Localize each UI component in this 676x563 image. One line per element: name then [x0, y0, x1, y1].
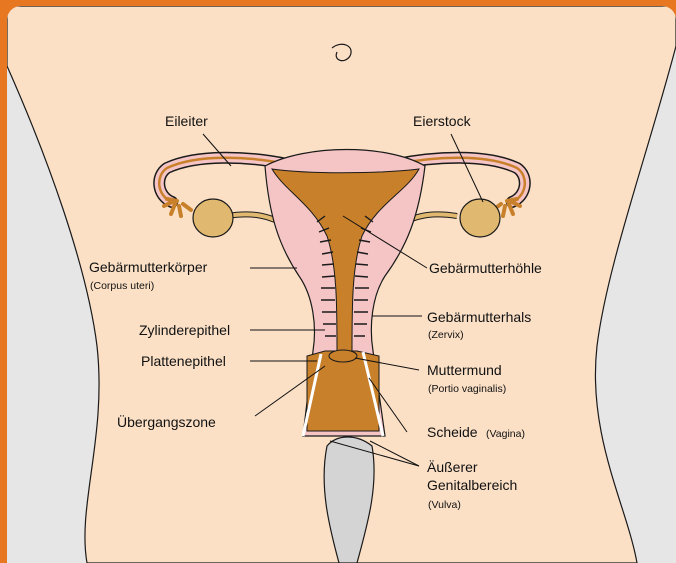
label-zervix: (Zervix) — [428, 329, 464, 341]
label-genitalbereich: Genitalbereich — [427, 477, 517, 493]
label-eileiter: Eileiter — [165, 113, 208, 129]
label-vulva: (Vulva) — [428, 499, 461, 511]
label-corpus-uteri: (Corpus uteri) — [90, 280, 154, 292]
label-gebaermutterhals: Gebärmutterhals — [427, 309, 531, 325]
label-muttermund: Muttermund — [427, 362, 502, 378]
label-plattenepithel: Plattenepithel — [141, 353, 226, 369]
label-zylinderepithel: Zylinderepithel — [139, 322, 230, 338]
label-eierstock: Eierstock — [413, 113, 472, 129]
anatomy-diagram: Eileiter Eierstock Gebärmutterkörper (Co… — [7, 6, 676, 563]
label-vagina: (Vagina) — [486, 428, 525, 440]
label-uebergangszone: Übergangszone — [117, 413, 216, 430]
label-aeusserer: Äußerer — [427, 459, 478, 475]
label-gebaermutterhoehle: Gebärmutterhöhle — [429, 260, 542, 276]
ovary-right — [460, 199, 500, 237]
ovary-left — [193, 199, 233, 237]
label-scheide: Scheide — [427, 424, 478, 440]
os-cervix — [329, 350, 357, 362]
label-portio-vaginalis: (Portio vaginalis) — [428, 383, 506, 395]
diagram-stage: Eileiter Eierstock Gebärmutterkörper (Co… — [7, 6, 676, 563]
label-gebaermutterkoerper: Gebärmutterkörper — [89, 259, 208, 275]
